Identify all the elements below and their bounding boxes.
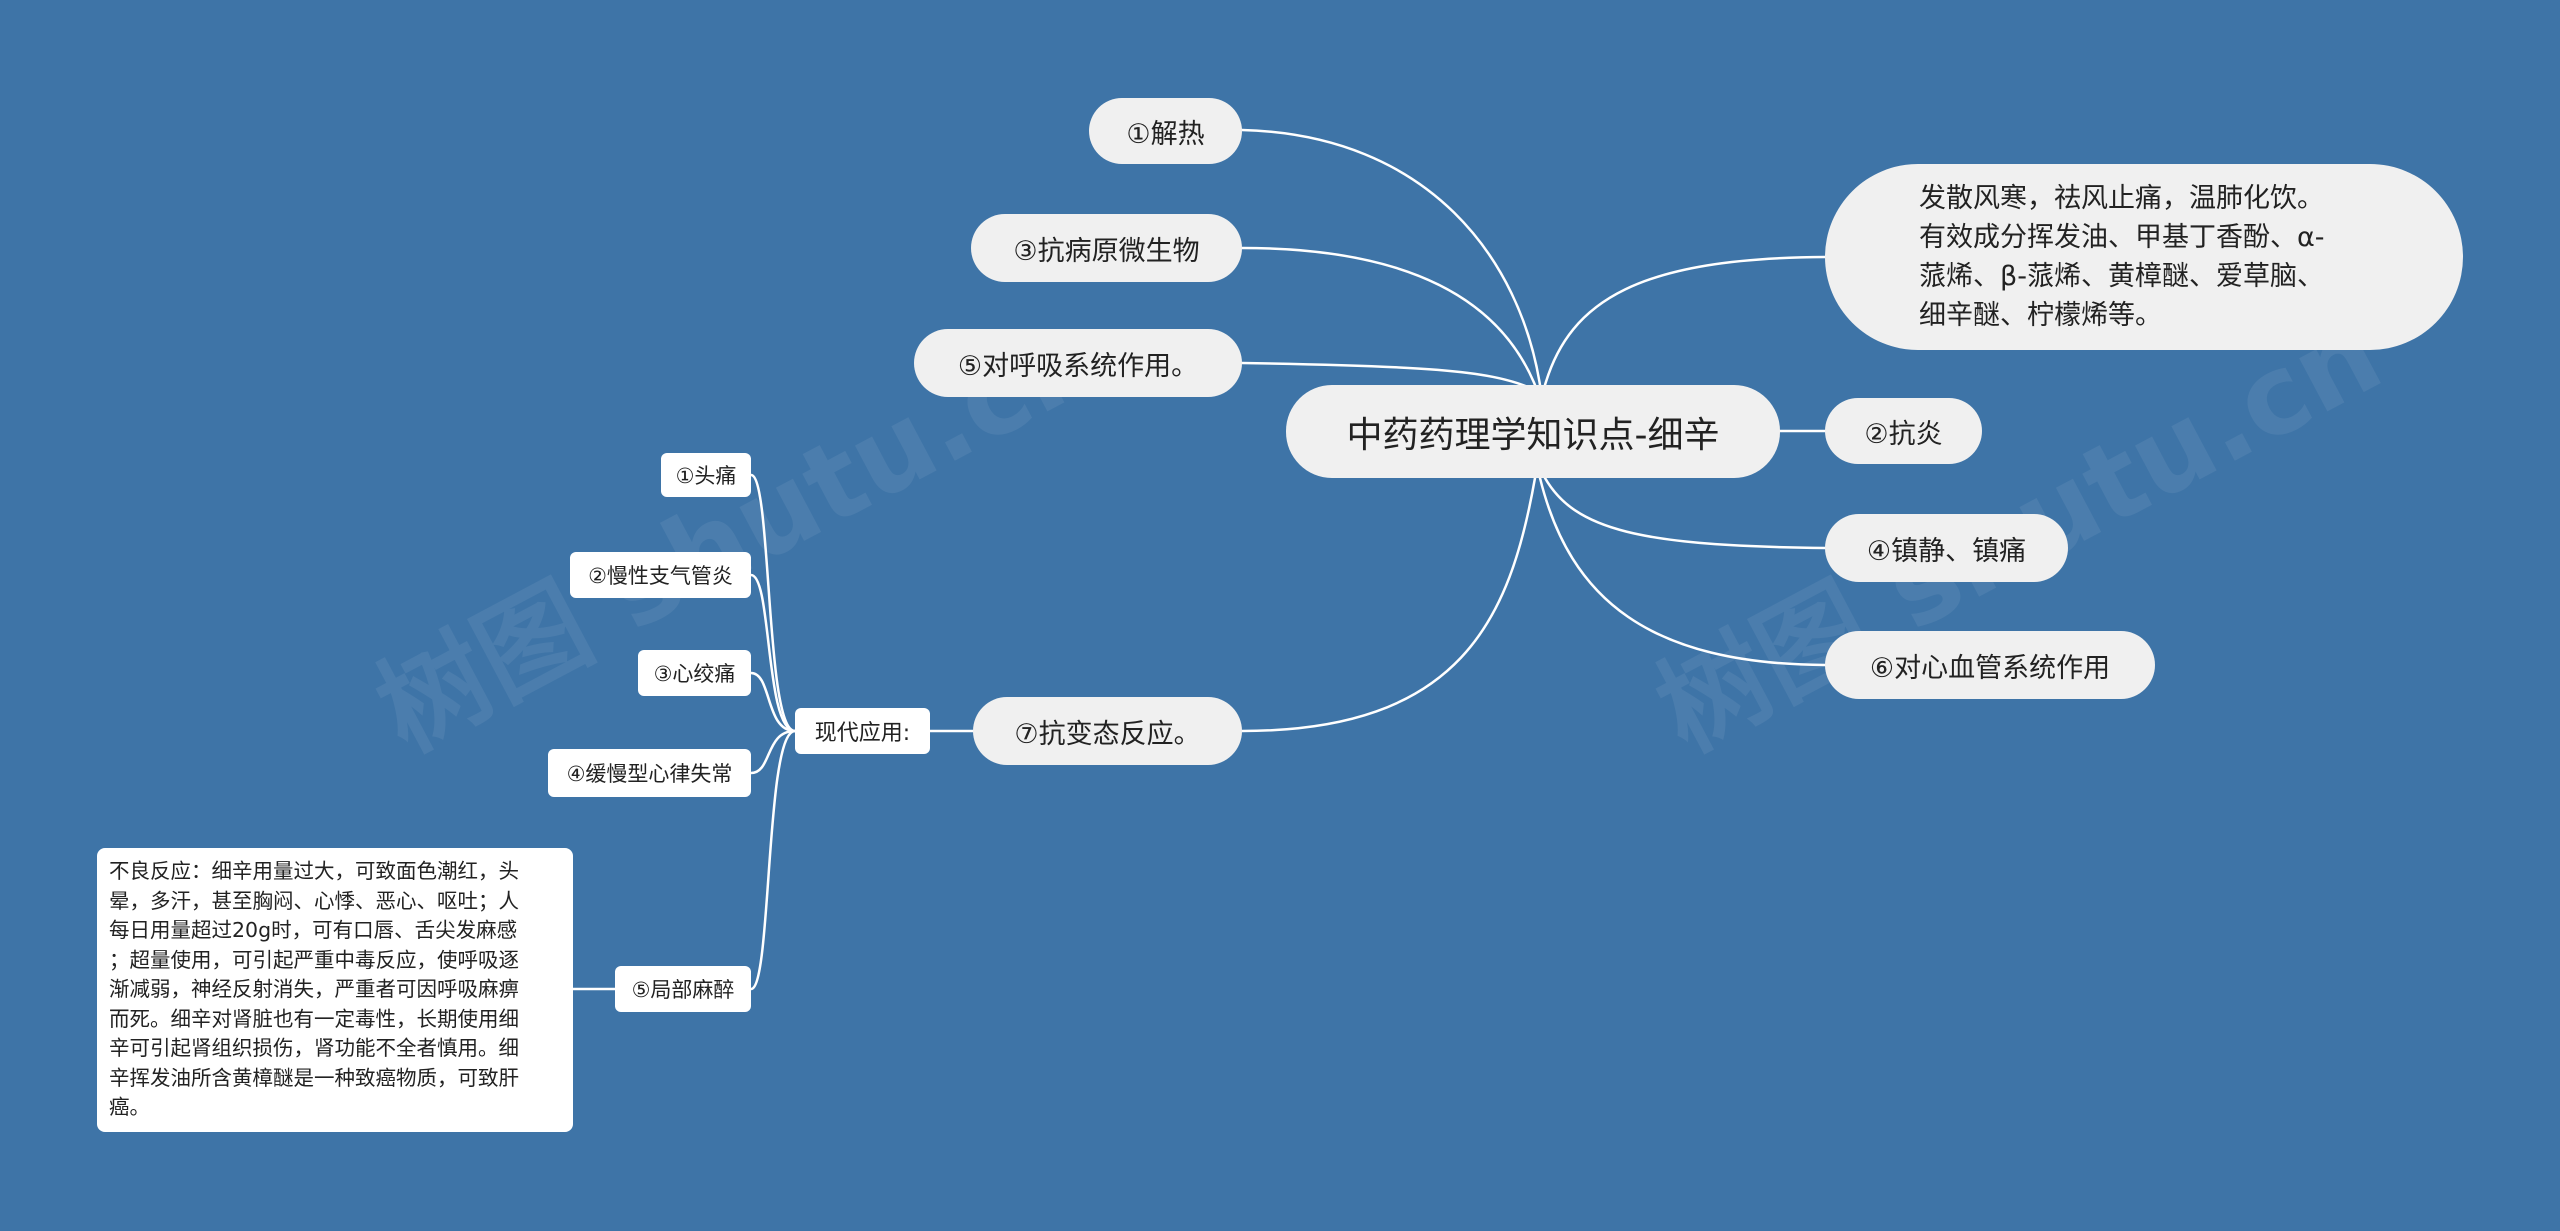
modern-use-item-1[interactable]: ①头痛 [661,453,751,497]
link-jiere [1240,128,1542,387]
link-item-4 [749,729,797,775]
adverse-reaction-note[interactable]: 不良反应：细辛用量过大，可致面色潮红，头 晕，多汗，甚至胸闷、心悸、恶心、呕吐；… [97,848,573,1132]
link-kangbiantai [1240,476,1537,733]
link-kangbingyuan [1240,246,1537,387]
link-zhenjing [1543,476,1827,550]
link-item-2 [749,573,797,733]
modern-use-item-2[interactable]: ②慢性支气管炎 [570,552,751,598]
branch-kangyan[interactable]: ②抗炎 [1825,398,1982,464]
branch-jiere[interactable]: ①解热 [1089,98,1242,164]
branch-summary[interactable]: 发散风寒，祛风止痛，温肺化饮。 有效成分挥发油、甲基丁香酚、α- 蒎烯、β-蒎烯… [1825,164,2463,350]
modern-use-node[interactable]: 现代应用: [795,708,930,754]
modern-use-item-5[interactable]: ⑤局部麻醉 [615,966,751,1012]
branch-kangbingyuan[interactable]: ③抗病原微生物 [971,214,1242,282]
link-huxi [1240,361,1532,390]
link-summary [1543,255,1827,387]
link-item-1 [749,473,797,733]
branch-kangbiantai[interactable]: ⑦抗变态反应。 [973,697,1242,765]
link-xinxueguan [1538,476,1827,667]
branch-xinxueguan[interactable]: ⑥对心血管系统作用 [1825,631,2155,699]
modern-use-item-3[interactable]: ③心绞痛 [638,650,751,696]
modern-use-item-4[interactable]: ④缓慢型心律失常 [548,749,751,797]
link-item-3 [749,671,797,733]
link-item-5 [749,729,797,991]
summary-text: 发散风寒，祛风止痛，温肺化饮。 有效成分挥发油、甲基丁香酚、α- 蒎烯、β-蒎烯… [1919,183,2325,331]
branch-huxi[interactable]: ⑤对呼吸系统作用。 [914,329,1242,397]
root-topic[interactable]: 中药药理学知识点-细辛 [1286,385,1780,478]
branch-zhenjing[interactable]: ④镇静、镇痛 [1825,514,2068,582]
